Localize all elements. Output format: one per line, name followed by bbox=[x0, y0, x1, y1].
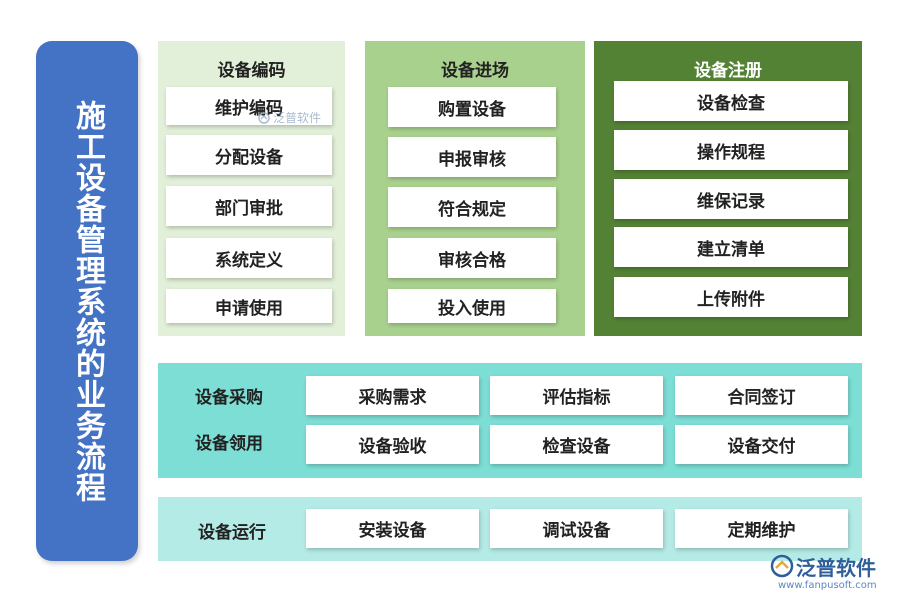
entry-item-3: 符合规定 bbox=[388, 187, 556, 227]
requisition-label: 设备领用 bbox=[195, 434, 263, 454]
panel-coding: 设备编码 维护编码 分配设备 部门审批 系统定义 申请使用 bbox=[158, 41, 345, 336]
register-item-3: 维保记录 bbox=[614, 179, 848, 219]
procurement-item-3: 合同签订 bbox=[675, 376, 848, 415]
entry-item-5: 投入使用 bbox=[388, 289, 556, 323]
main-title: 施工设备管理系统的业务流程 bbox=[70, 99, 105, 503]
procurement-label: 设备采购 bbox=[195, 388, 263, 408]
operation-label: 设备运行 bbox=[198, 523, 266, 543]
register-item-4: 建立清单 bbox=[614, 227, 848, 267]
coding-item-2: 分配设备 bbox=[166, 135, 332, 175]
operation-item-2: 调试设备 bbox=[490, 509, 663, 548]
requisition-item-2: 检查设备 bbox=[490, 425, 663, 464]
procurement-item-1: 采购需求 bbox=[306, 376, 479, 415]
register-item-2: 操作规程 bbox=[614, 130, 848, 170]
register-item-5: 上传附件 bbox=[614, 277, 848, 317]
brand-name: 泛普软件 bbox=[796, 556, 876, 580]
entry-item-2: 申报审核 bbox=[388, 137, 556, 177]
panel-procurement: 设备采购 设备领用 采购需求 评估指标 合同签订 设备验收 检查设备 设备交付 bbox=[158, 363, 862, 478]
coding-item-3: 部门审批 bbox=[166, 186, 332, 226]
panel-register: 设备注册 设备检查 操作规程 维保记录 建立清单 上传附件 bbox=[594, 41, 862, 336]
watermark: 泛普软件 bbox=[258, 109, 321, 126]
brand-logo: 泛普软件 www.fanpusoft.com bbox=[768, 552, 894, 596]
main-title-banner: 施工设备管理系统的业务流程 bbox=[36, 41, 138, 561]
brand-url: www.fanpusoft.com bbox=[778, 580, 877, 591]
coding-item-4: 系统定义 bbox=[166, 238, 332, 278]
register-item-1: 设备检查 bbox=[614, 81, 848, 121]
watermark-text: 泛普软件 bbox=[273, 111, 322, 125]
brand-logo-icon bbox=[770, 554, 794, 578]
requisition-item-1: 设备验收 bbox=[306, 425, 479, 464]
panel-coding-title: 设备编码 bbox=[217, 61, 286, 81]
watermark-logo-icon bbox=[258, 111, 270, 124]
panel-entry-title: 设备进场 bbox=[441, 61, 509, 81]
entry-item-1: 购置设备 bbox=[388, 87, 556, 127]
operation-item-3: 定期维护 bbox=[675, 509, 848, 548]
entry-item-4: 审核合格 bbox=[388, 238, 556, 278]
operation-item-1: 安装设备 bbox=[306, 509, 479, 548]
panel-entry: 设备进场 购置设备 申报审核 符合规定 审核合格 投入使用 bbox=[365, 41, 585, 336]
panel-register-title: 设备注册 bbox=[694, 61, 762, 81]
procurement-item-2: 评估指标 bbox=[490, 376, 663, 415]
panel-operation: 设备运行 安装设备 调试设备 定期维护 bbox=[158, 497, 862, 561]
coding-item-5: 申请使用 bbox=[166, 289, 332, 323]
requisition-item-3: 设备交付 bbox=[675, 425, 848, 464]
